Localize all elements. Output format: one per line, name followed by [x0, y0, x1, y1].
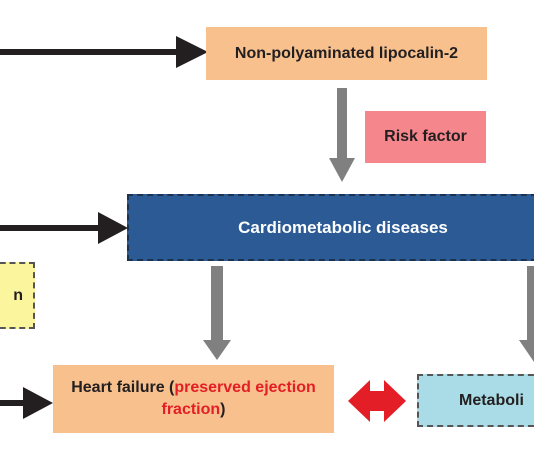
lipocalin-label: Non-polyaminated lipocalin-2: [234, 44, 459, 62]
risk-factor-box: Risk factor: [365, 111, 486, 163]
heart-failure-prefix: Heart failure (: [71, 379, 175, 396]
heart-failure-label: Heart failure (preserved ejection fracti…: [53, 377, 334, 421]
arrow-to-cardiometabolic: [0, 212, 128, 244]
metabolic-partial-box: Metaboli: [417, 374, 534, 427]
left-partial-label: n: [13, 286, 23, 304]
heart-failure-suffix: ): [220, 401, 226, 418]
arrow-cardiometabolic-to-metabolic: [519, 266, 534, 362]
arrow-to-lipocalin: [0, 36, 208, 68]
lipocalin-box: Non-polyaminated lipocalin-2: [206, 27, 487, 80]
arrow-to-heart-failure: [0, 387, 53, 419]
risk-factor-label: Risk factor: [384, 128, 467, 145]
arrow-lipocalin-to-cardiometabolic: [329, 88, 355, 182]
arrow-cardiometabolic-to-heart-failure: [203, 266, 231, 360]
cardiometabolic-label: Cardiometabolic diseases: [238, 217, 448, 237]
preserved-ejection-fraction: preserved ejection fraction: [161, 379, 316, 418]
cardiometabolic-box: Cardiometabolic diseases: [127, 194, 534, 261]
heart-failure-box: Heart failure (preserved ejection fracti…: [53, 365, 334, 433]
left-partial-box: n: [0, 262, 35, 329]
bidirectional-arrow: [348, 380, 406, 422]
metabolic-partial-label: Metaboli: [459, 391, 524, 409]
